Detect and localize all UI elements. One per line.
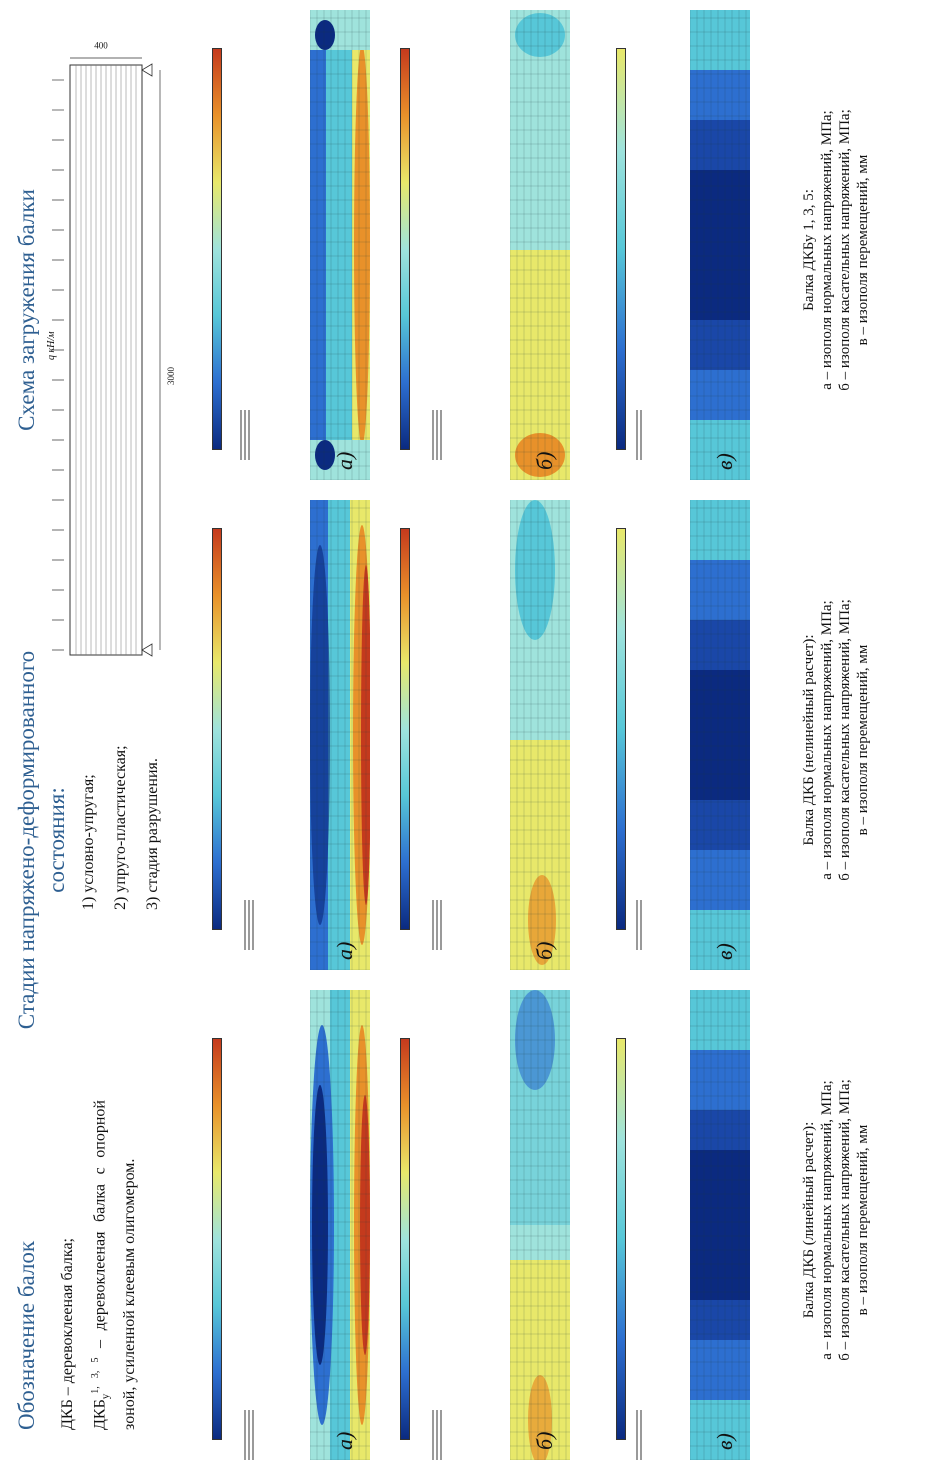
col3-legend-shear — [432, 410, 448, 460]
col2-legend-disp — [636, 900, 652, 950]
col3-caption-title: Балка ДКБу 1, 3, 5: — [801, 189, 817, 311]
col1-field-shear — [510, 990, 570, 1460]
stage-item-1: 1) условно-упругая; — [80, 774, 97, 910]
col3-field-normal — [310, 10, 370, 480]
span-dimension-label: 3000 — [166, 367, 176, 385]
col2-caption-b: б – изополя касательных напряжений, МПа; — [837, 599, 853, 881]
col3-colorbar-disp — [616, 48, 626, 450]
col1-colorbar-normal — [212, 1038, 222, 1440]
loading-scheme-heading: Схема загружения балки — [14, 189, 39, 431]
legend-def-dkbu-sup: 1, 3, 5 — [90, 1357, 101, 1394]
col1-caption-title: Балка ДКБ (линейный расчет): — [801, 1121, 817, 1319]
legend-def-dkb: ДКБ – деревоклееная балка; — [59, 1238, 76, 1430]
col1-field-normal — [310, 990, 370, 1460]
col3-field-displacement — [690, 10, 750, 480]
col3-colorbar-shear — [400, 48, 410, 450]
col1-legend-disp — [636, 1410, 652, 1460]
beam-lamellae — [75, 65, 137, 655]
col2-field-displacement — [690, 500, 750, 970]
col1-caption-c: в – изополя перемещений, мм — [855, 1124, 871, 1316]
col2-caption: Балка ДКБ (нелинейный расчет): а – изопо… — [800, 530, 872, 950]
col1-label-c: в) — [712, 1433, 737, 1450]
col2-colorbar-shear — [400, 528, 410, 930]
col2-legend-normal — [244, 900, 260, 950]
col3-legend-normal — [240, 410, 256, 460]
col1-label-a: а) — [332, 1431, 357, 1450]
col1-legend-shear — [432, 1410, 448, 1460]
col2-colorbar-disp — [616, 528, 626, 930]
col3-colorbar-normal — [212, 48, 222, 450]
col2-caption-c: в – изополя перемещений, мм — [855, 644, 871, 836]
legend-def-dkbu: ДКБу1, 3, 5 – деревоклееная балка с опор… — [84, 1100, 141, 1430]
col3-label-c: в) — [712, 453, 737, 470]
col1-caption: Балка ДКБ (линейный расчет): а – изополя… — [800, 1010, 872, 1430]
col1-label-b: б) — [532, 1431, 557, 1450]
col2-legend-shear — [432, 900, 448, 950]
col2-caption-title: Балка ДКБ (нелинейный расчет): — [801, 634, 817, 846]
stage-item-2: 2) упруго-пластическая; — [112, 745, 129, 910]
load-arrows — [52, 79, 64, 651]
col3-field-shear — [510, 10, 570, 480]
beam-loading-scheme-diagram — [52, 57, 161, 657]
legend-heading: Обозначение балок — [14, 1240, 39, 1430]
left-support-icon — [141, 643, 153, 657]
col2-label-c: в) — [712, 943, 737, 960]
col2-label-b: б) — [532, 941, 557, 960]
stages-heading-line2: состояния: — [44, 787, 69, 893]
col3-label-a: а) — [332, 451, 357, 470]
legend-def-dkbu-sub: у — [99, 1393, 112, 1400]
col2-label-a: а) — [332, 941, 357, 960]
col3-caption-a: а – изополя нормальных напряжений, МПа; — [819, 110, 835, 390]
col1-caption-b: б – изополя касательных напряжений, МПа; — [837, 1079, 853, 1361]
height-dimension-label: 400 — [94, 40, 108, 51]
col1-colorbar-disp — [616, 1038, 626, 1440]
legend-def-dkbu-prefix: ДКБ — [91, 1399, 109, 1430]
col2-field-normal — [310, 500, 370, 970]
col1-legend-normal — [244, 1410, 260, 1460]
col3-caption-b: б – изополя касательных напряжений, МПа; — [837, 109, 853, 391]
right-support-icon — [141, 63, 153, 77]
col1-field-displacement — [690, 990, 750, 1460]
col1-caption-a: а – изополя нормальных напряжений, МПа; — [819, 1080, 835, 1360]
stages-heading-line1: Стадии напряжено-деформированного — [14, 650, 39, 1030]
col2-caption-a: а – изополя нормальных напряжений, МПа; — [819, 600, 835, 880]
col3-caption: Балка ДКБу 1, 3, 5: а – изополя нормальн… — [800, 40, 872, 460]
col3-caption-c: в – изополя перемещений, мм — [855, 154, 871, 346]
col3-legend-disp — [636, 410, 652, 460]
col2-field-shear — [510, 500, 570, 970]
col1-colorbar-shear — [400, 1038, 410, 1440]
stage-item-3: 3) стадия разрушения. — [144, 758, 161, 910]
col3-label-b: б) — [532, 451, 557, 470]
col2-colorbar-normal — [212, 528, 222, 930]
